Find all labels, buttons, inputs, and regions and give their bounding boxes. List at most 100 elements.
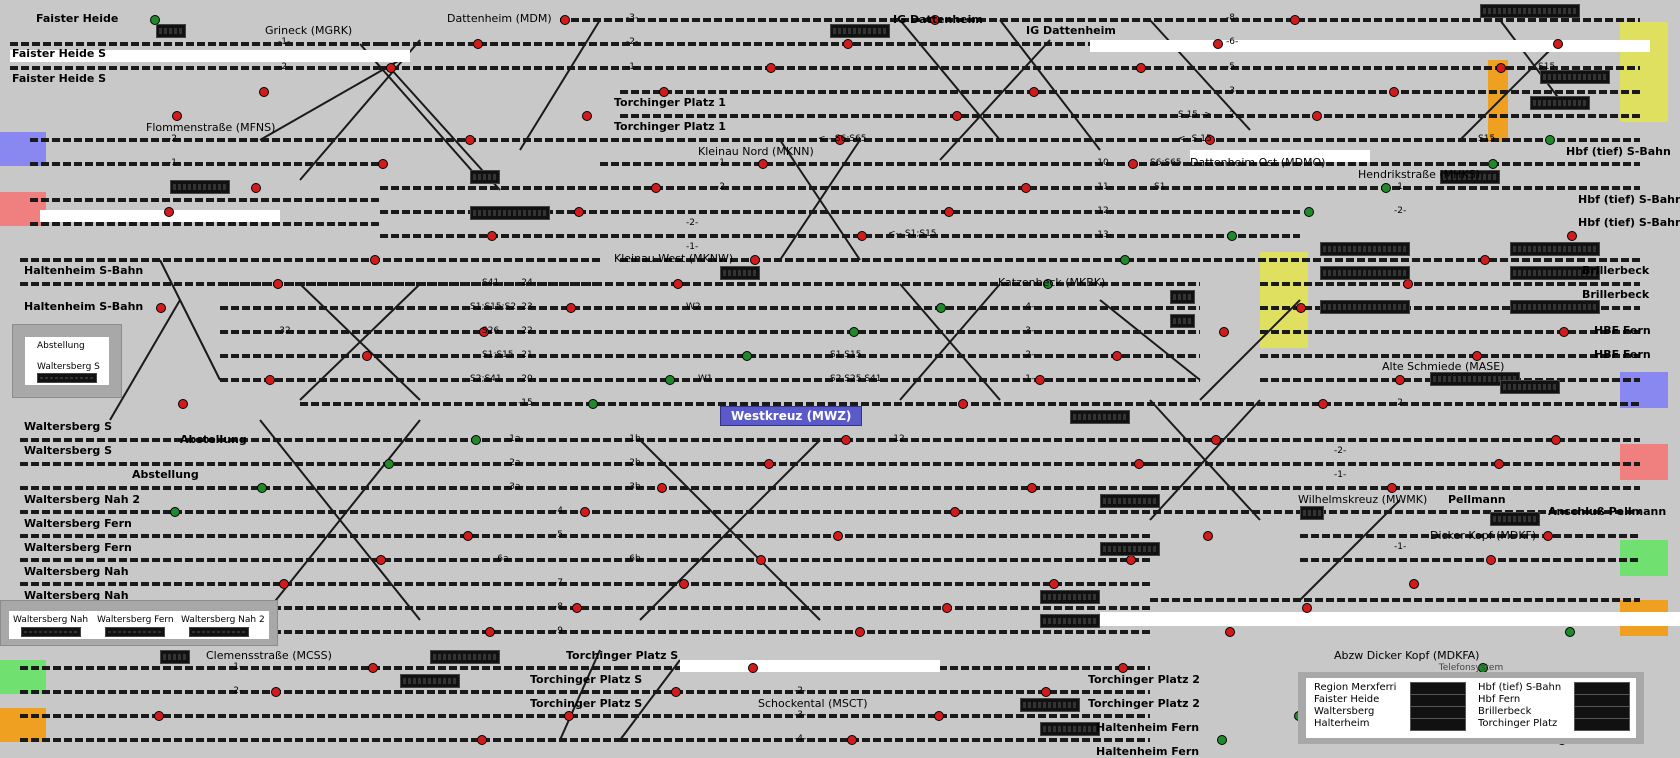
signal-lamp[interactable] [1027, 483, 1037, 493]
signal-lamp[interactable] [1302, 603, 1312, 613]
signal-lamp[interactable] [952, 111, 962, 121]
signal-lamp[interactable] [855, 627, 865, 637]
signal-lamp[interactable] [1488, 159, 1498, 169]
block-display[interactable] [170, 180, 230, 194]
signal-lamp[interactable] [1118, 663, 1128, 673]
block-display[interactable] [830, 24, 890, 38]
signal-lamp[interactable] [665, 375, 675, 385]
signal-lamp[interactable] [1486, 555, 1496, 565]
block-display[interactable] [1100, 494, 1160, 508]
signal-lamp[interactable] [1389, 87, 1399, 97]
signal-lamp[interactable] [958, 399, 968, 409]
signal-lamp[interactable] [582, 111, 592, 121]
signal-lamp[interactable] [651, 183, 661, 193]
signal-lamp[interactable] [1395, 375, 1405, 385]
signal-lamp[interactable] [1545, 135, 1555, 145]
signal-lamp[interactable] [766, 63, 776, 73]
signal-lamp[interactable] [1213, 39, 1223, 49]
telephone-call-button[interactable] [1410, 718, 1466, 731]
signal-lamp[interactable] [1217, 735, 1227, 745]
signal-lamp[interactable] [1409, 579, 1419, 589]
signal-lamp[interactable] [1112, 351, 1122, 361]
zone-left-green[interactable] [0, 660, 46, 694]
signal-lamp[interactable] [588, 399, 598, 409]
block-display[interactable] [1440, 170, 1500, 184]
panel-display-nah2[interactable] [189, 627, 249, 637]
signal-lamp[interactable] [841, 435, 851, 445]
signal-lamp[interactable] [580, 507, 590, 517]
station-westkreuz-badge[interactable]: Westkreuz (MWZ) [720, 406, 863, 426]
signal-lamp[interactable] [1480, 255, 1490, 265]
signal-lamp[interactable] [1494, 459, 1504, 469]
signal-lamp[interactable] [265, 375, 275, 385]
block-display[interactable] [1040, 722, 1100, 736]
signal-lamp[interactable] [1049, 579, 1059, 589]
signal-lamp[interactable] [150, 15, 160, 25]
block-display[interactable] [1490, 512, 1540, 526]
signal-lamp[interactable] [370, 255, 380, 265]
signal-lamp[interactable] [1134, 459, 1144, 469]
signal-lamp[interactable] [1318, 399, 1328, 409]
signal-lamp[interactable] [1543, 531, 1553, 541]
block-display[interactable] [1510, 266, 1600, 280]
signal-lamp[interactable] [857, 231, 867, 241]
signal-lamp[interactable] [259, 87, 269, 97]
signal-lamp[interactable] [748, 663, 758, 673]
signal-lamp[interactable] [936, 303, 946, 313]
signal-lamp[interactable] [833, 531, 843, 541]
block-display[interactable] [1020, 698, 1080, 712]
signal-lamp[interactable] [1120, 255, 1130, 265]
signal-lamp[interactable] [572, 603, 582, 613]
signal-lamp[interactable] [378, 159, 388, 169]
signal-lamp[interactable] [1565, 627, 1575, 637]
signal-lamp[interactable] [566, 303, 576, 313]
signal-lamp[interactable] [849, 327, 859, 337]
block-display[interactable] [1530, 96, 1590, 110]
signal-lamp[interactable] [1559, 327, 1569, 337]
signal-lamp[interactable] [1296, 303, 1306, 313]
block-display[interactable] [1510, 300, 1600, 314]
panel-display[interactable] [37, 373, 97, 383]
signal-lamp[interactable] [1041, 687, 1051, 697]
zone-right-yellow-top[interactable] [1620, 22, 1668, 122]
signal-lamp[interactable] [1290, 15, 1300, 25]
signal-lamp[interactable] [659, 87, 669, 97]
signal-lamp[interactable] [164, 207, 174, 217]
block-display[interactable] [1040, 614, 1100, 628]
signal-lamp[interactable] [930, 15, 940, 25]
signal-lamp[interactable] [564, 711, 574, 721]
signal-lamp[interactable] [251, 183, 261, 193]
panel-display-fern[interactable] [105, 627, 165, 637]
signal-lamp[interactable] [463, 531, 473, 541]
signal-lamp[interactable] [172, 111, 182, 121]
block-display[interactable] [1040, 590, 1100, 604]
block-display[interactable] [1070, 410, 1130, 424]
block-display[interactable] [1320, 242, 1410, 256]
signal-lamp[interactable] [847, 735, 857, 745]
signal-lamp[interactable] [1211, 435, 1221, 445]
signal-lamp[interactable] [1021, 183, 1031, 193]
block-display[interactable] [1500, 380, 1560, 394]
block-display[interactable] [1170, 314, 1195, 328]
signal-lamp[interactable] [756, 555, 766, 565]
telephone-call-button[interactable] [1574, 718, 1630, 731]
signal-lamp[interactable] [1136, 63, 1146, 73]
signal-lamp[interactable] [473, 39, 483, 49]
zone-left-red[interactable] [0, 192, 46, 226]
signal-lamp[interactable] [843, 39, 853, 49]
signal-lamp[interactable] [1551, 435, 1561, 445]
signal-lamp[interactable] [758, 159, 768, 169]
block-display[interactable] [720, 266, 760, 280]
signal-lamp[interactable] [279, 579, 289, 589]
signal-lamp[interactable] [1203, 531, 1213, 541]
signal-lamp[interactable] [1472, 351, 1482, 361]
signal-lamp[interactable] [560, 15, 570, 25]
signal-lamp[interactable] [368, 663, 378, 673]
signal-lamp[interactable] [950, 507, 960, 517]
signal-lamp[interactable] [764, 459, 774, 469]
signal-lamp[interactable] [1304, 207, 1314, 217]
block-display[interactable] [400, 674, 460, 688]
block-display[interactable] [470, 206, 550, 220]
zone-left-orange[interactable] [0, 708, 46, 742]
signal-lamp[interactable] [1567, 231, 1577, 241]
